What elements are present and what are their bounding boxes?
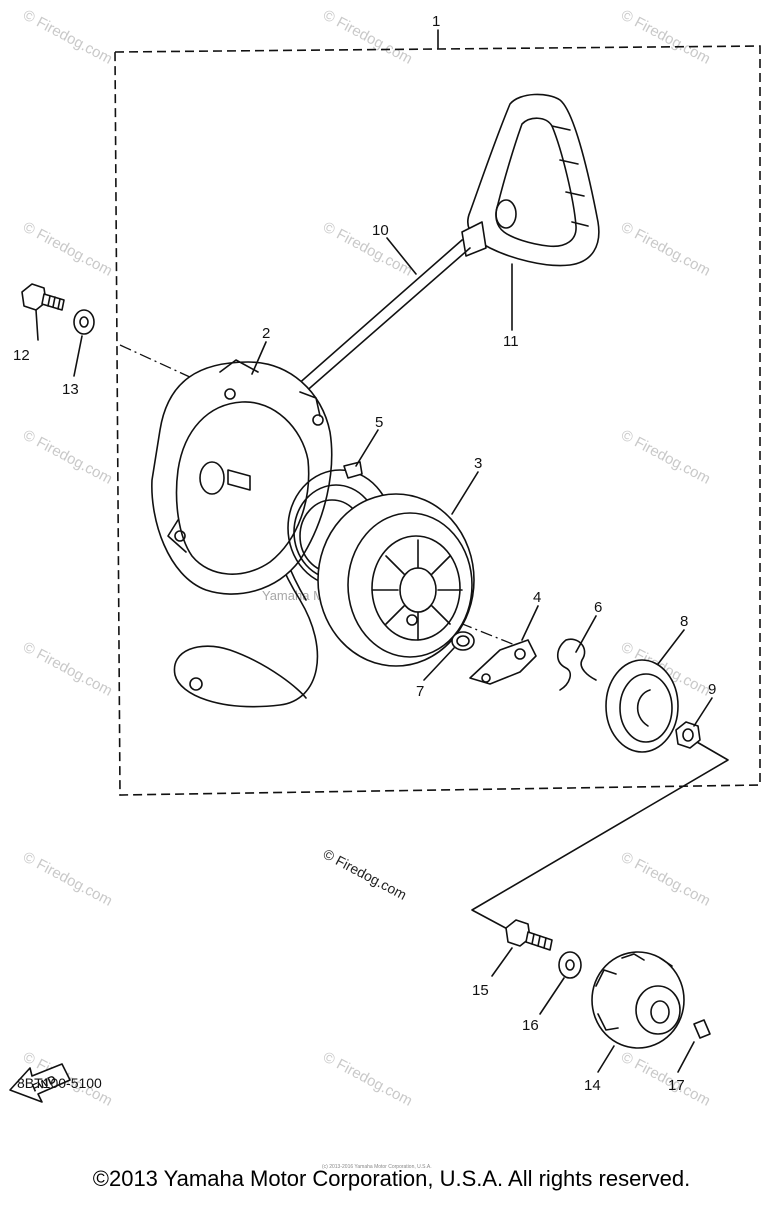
tiny-notice: (c) 2013-2016 Yamaha Motor Corporation, … (322, 1164, 432, 1170)
callout-8: 8 (680, 613, 688, 630)
watermark: © Firedog.com (20, 849, 115, 910)
watermark: © Firedog.com (20, 427, 115, 488)
watermark-center: © Firedog.com (321, 846, 410, 903)
watermark: © Firedog.com (20, 7, 115, 68)
part-code: 8BT100-5100 (17, 1075, 102, 1091)
ratchet-pawl (469, 639, 537, 685)
callout-2: 2 (262, 325, 270, 342)
callout-9: 9 (708, 681, 716, 698)
bolt-15 (505, 919, 553, 951)
watermark: © Firedog.com (320, 7, 415, 68)
callout-14: 14 (584, 1077, 601, 1094)
watermark: © Firedog.com (20, 639, 115, 700)
washer-13 (73, 309, 95, 335)
callout-6: 6 (594, 599, 602, 616)
callout-17: 17 (668, 1077, 685, 1094)
friction-spring (556, 638, 597, 691)
callout-5: 5 (375, 414, 383, 431)
leader-lines (35, 237, 713, 1073)
callout-11: 11 (503, 333, 519, 350)
callout-1: 1 (432, 13, 440, 30)
washer-16 (558, 951, 582, 979)
connector-line (471, 737, 729, 941)
watermark: © Firedog.com (618, 219, 713, 280)
nut (675, 721, 701, 749)
watermark: © Firedog.com (618, 7, 713, 68)
friction-plate (605, 659, 679, 753)
callout-10: 10 (372, 222, 389, 239)
drive-pulley (591, 951, 685, 1049)
callout-12: 12 (13, 347, 30, 364)
assembly-box (114, 29, 761, 796)
watermark: © Firedog.com (618, 427, 713, 488)
starter-case (151, 359, 333, 595)
return-spring (451, 631, 475, 651)
watermark: © Firedog.com (320, 219, 415, 280)
callout-15: 15 (472, 982, 489, 999)
sheave-drum (317, 493, 475, 667)
woodruff-key (693, 1019, 711, 1039)
bolt-12 (21, 283, 65, 311)
callout-labels: 1 2 3 4 5 6 7 8 9 10 11 12 13 14 15 16 1… (13, 13, 716, 1094)
starter-handle (461, 93, 600, 267)
watermark: © Firedog.com (618, 1049, 713, 1110)
callout-16: 16 (522, 1017, 539, 1034)
callout-13: 13 (62, 381, 79, 398)
watermark: © Firedog.com (618, 849, 713, 910)
watermark: © Firedog.com (20, 219, 115, 280)
callout-3: 3 (474, 455, 482, 472)
watermark: © Firedog.com (320, 1049, 415, 1110)
callout-7: 7 (416, 683, 424, 700)
copyright-notice: ©2013 Yamaha Motor Corporation, U.S.A. A… (92, 1166, 691, 1191)
callout-4: 4 (533, 589, 541, 606)
